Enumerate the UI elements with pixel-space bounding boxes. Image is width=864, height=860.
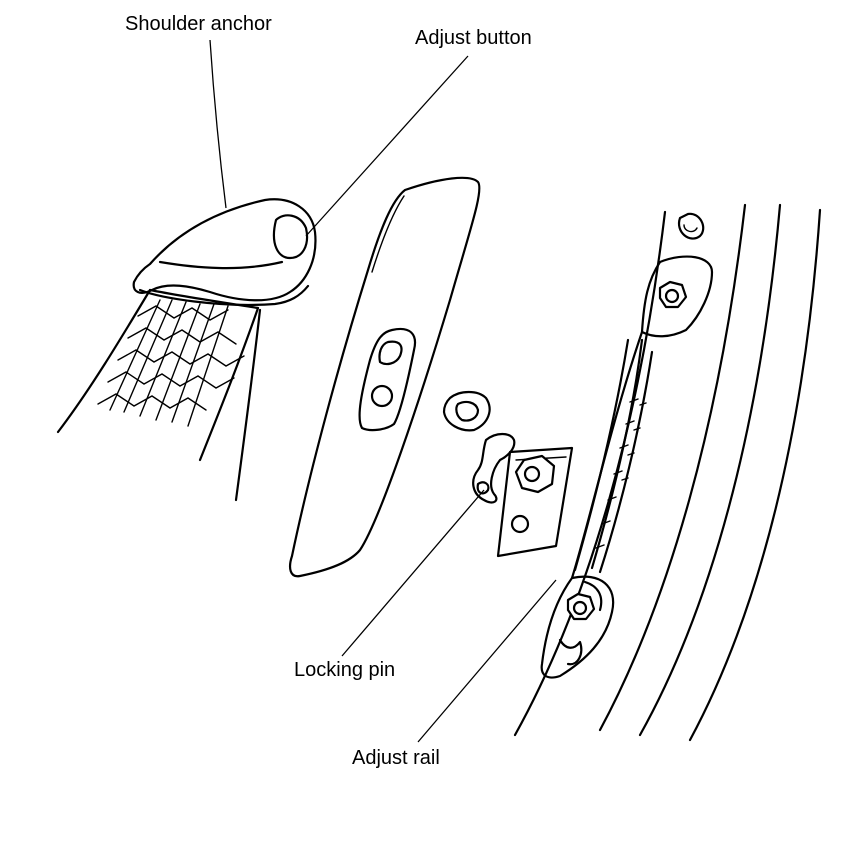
leader-lines: [209, 39, 557, 743]
adjust-button-cover: [289, 176, 481, 578]
leader-adjust-rail: [417, 579, 557, 743]
locking-pin-bracket: [472, 432, 574, 558]
leader-locking-pin: [341, 489, 485, 657]
nut-part: [442, 390, 491, 432]
label-adjust-button: Adjust button: [415, 27, 532, 49]
label-shoulder-anchor: Shoulder anchor: [125, 13, 272, 35]
shoulder-anchor: [56, 198, 317, 502]
leader-adjust-button: [305, 55, 469, 237]
adjust-rail: [540, 255, 714, 679]
label-locking-pin: Locking pin: [294, 659, 396, 681]
label-adjust-rail: Adjust rail: [352, 747, 440, 769]
leader-shoulder-anchor: [209, 39, 227, 209]
